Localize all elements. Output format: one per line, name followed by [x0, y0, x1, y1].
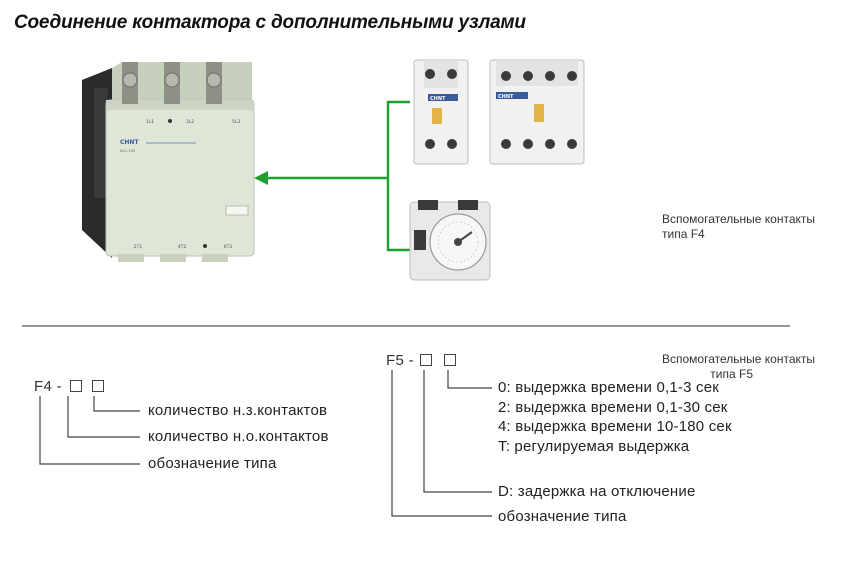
contactor-model: NC2-150: [120, 149, 135, 153]
f4-code-prefix: F4 -: [34, 378, 62, 395]
f4-line-1-text: количество н.з.контактов: [148, 402, 328, 419]
terminal-label-bottom-3: 6T3: [224, 244, 233, 250]
contactor-indicator-window: [225, 205, 249, 216]
f5-line-type: [391, 370, 492, 517]
contactor-foot-3: [202, 254, 228, 262]
aux-f4-label: Вспомогательные контакты типа F4: [662, 212, 815, 242]
f5-option-0: 0: выдержка времени 0,1-3 сек: [498, 379, 720, 396]
timer-terminal-2: [458, 200, 478, 210]
aux-4pole-screw-1: [501, 71, 511, 81]
terminal-label-top-3: 5L3: [232, 119, 240, 125]
screw-dot-top: [168, 119, 172, 123]
f5-line-delay-options: [447, 370, 492, 389]
f4-code-lines: [39, 396, 140, 465]
screw-dot-bottom: [203, 244, 207, 248]
terminal-label-top-1: 1L1: [146, 119, 154, 125]
timer-block: [409, 200, 491, 281]
timer-dial-scale: [437, 221, 479, 263]
f5-option-t: T: регулируемая выдержка: [498, 437, 690, 455]
f5-option-4: 4: выдержка времени 10-180 сек: [498, 418, 732, 435]
connector-bracket: [386, 100, 410, 252]
timer-knob: [454, 238, 462, 246]
contactor-image: 1L1 3L2 5L3 CHNT NC2-150 2T1 4T2 6T3: [82, 62, 255, 262]
terminal-label-bottom-2: 4T2: [178, 244, 187, 250]
aux-4pole-screw-5: [501, 139, 511, 149]
page-title: Соединение контактора с дополнительными …: [14, 12, 526, 33]
f5-delay-options: 0: выдержка времени 0,1-3 сек 2: выдержк…: [498, 378, 732, 456]
aux-2pole-screw-2: [447, 69, 457, 79]
aux-4pole-brand: CHNT: [498, 94, 514, 100]
f4-line-2-text: количество н.о.контактов: [148, 428, 329, 445]
contactor-side-panel: [94, 88, 108, 198]
aux-4pole-indicator: [534, 104, 544, 122]
f5-box-1: [419, 353, 432, 366]
aux-f4-label-line-2: типа F4: [662, 227, 705, 241]
terminal-label-top-2: 3L2: [186, 119, 194, 125]
terminal-screw-1: [122, 72, 138, 88]
aux-4pole-screw-3: [545, 71, 555, 81]
aux-block-4pole: CHNT: [489, 59, 585, 165]
contactor-foot-1: [118, 254, 144, 262]
timer-side-clip: [414, 230, 426, 250]
contactor-brand: CHNT: [120, 139, 139, 146]
timer-terminal-1: [418, 200, 438, 210]
aux-2pole-screw-1: [425, 69, 435, 79]
terminal-label-bottom-1: 2T1: [134, 244, 143, 250]
contactor-foot-2: [160, 254, 186, 262]
aux-2pole-screw-4: [447, 139, 457, 149]
f4-line-type: [39, 396, 140, 465]
aux-2pole-brand: CHNT: [430, 96, 446, 102]
arrow-head: [254, 171, 268, 185]
terminal-screw-3: [206, 72, 222, 88]
aux-f5-label-line-2: типа F5: [710, 367, 753, 381]
f4-code: F4 -: [34, 378, 104, 395]
aux-2pole-screw-3: [425, 139, 435, 149]
aux-f4-label-line-1: Вспомогательные контакты: [662, 212, 815, 226]
aux-block-2pole: CHNT: [413, 59, 469, 165]
f5-box-2: [443, 353, 456, 366]
connection-arrow: [254, 100, 410, 252]
f5-delay-type: D: задержка на отключение: [498, 483, 696, 500]
f5-code: F5 -: [386, 352, 456, 369]
aux-f5-label: Вспомогательные контакты типа F5: [662, 352, 815, 382]
f5-code-lines: [391, 370, 492, 517]
f4-box-2: [91, 379, 104, 392]
f5-type-label: обозначение типа: [498, 508, 627, 525]
aux-2pole-indicator: [432, 108, 442, 124]
f5-code-prefix: F5 -: [386, 352, 414, 369]
aux-4pole-brand-strip: [496, 92, 528, 99]
aux-2pole-brand-strip: [428, 94, 458, 101]
f4-line-nc: [93, 396, 140, 412]
aux-4pole-screw-6: [523, 139, 533, 149]
aux-f5-label-line-1: Вспомогательные контакты: [662, 352, 815, 366]
aux-4pole-screw-7: [545, 139, 555, 149]
terminal-screw-2: [164, 72, 180, 88]
f4-box-1: [69, 379, 82, 392]
aux-4pole-screw-2: [523, 71, 533, 81]
f5-line-delay-type: [423, 370, 492, 493]
f4-line-no: [67, 396, 140, 438]
aux-4pole-screw-4: [567, 71, 577, 81]
f4-line-3-text: обозначение типа: [148, 455, 277, 472]
contactor-top-strip: [106, 100, 254, 110]
f5-option-2: 2: выдержка времени 0,1-30 сек: [498, 398, 728, 416]
aux-4pole-screw-8: [567, 139, 577, 149]
